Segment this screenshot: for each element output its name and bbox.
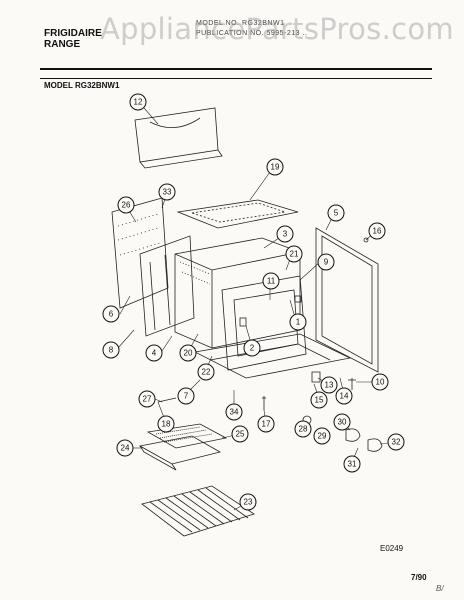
callout-10: 10 [371, 373, 389, 391]
svg-text:24: 24 [121, 444, 130, 453]
part-side-insulation [139, 235, 195, 337]
callout-7: 7 [177, 387, 195, 405]
svg-text:11: 11 [267, 277, 276, 286]
callout-11: 11 [262, 272, 280, 290]
svg-text:31: 31 [348, 460, 357, 469]
callout-13: 13 [320, 376, 338, 394]
callout-5: 5 [327, 204, 345, 222]
svg-text:25: 25 [236, 430, 245, 439]
publication-number: PUBLICATION NO. 5995-213 .. [196, 30, 308, 37]
model-header: MODEL NO. RG32BNW1 PUBLICATION NO. 5995-… [196, 19, 307, 39]
callout-31: 31 [343, 455, 361, 473]
callout-24: 24 [116, 439, 134, 457]
svg-text:15: 15 [315, 396, 324, 405]
handwritten-note: B/ [436, 584, 444, 593]
part-top-panel [176, 199, 299, 229]
callout-2: 2 [243, 339, 261, 357]
part-side-panel-left [111, 197, 169, 309]
callout-21: 21 [285, 245, 303, 263]
svg-text:29: 29 [318, 432, 327, 441]
svg-text:17: 17 [262, 420, 271, 429]
header-rule-thin [40, 78, 432, 79]
revision-date: 7/90 [411, 573, 427, 582]
svg-text:8: 8 [109, 346, 114, 355]
svg-text:7: 7 [184, 392, 189, 401]
svg-text:6: 6 [109, 310, 114, 319]
callout-8: 8 [102, 341, 120, 359]
svg-text:20: 20 [184, 349, 193, 358]
callout-23: 23 [239, 493, 257, 511]
callout-30: 30 [333, 413, 351, 431]
part-oven-rack [141, 485, 255, 537]
callout-14: 14 [335, 387, 353, 405]
svg-text:3: 3 [283, 230, 288, 239]
callout-4: 4 [145, 344, 163, 362]
callout-17: 17 [257, 415, 275, 433]
svg-text:16: 16 [373, 227, 382, 236]
svg-text:1: 1 [296, 318, 301, 327]
callout-32: 32 [387, 433, 405, 451]
model-number: MODEL NO. RG32BNW1 [196, 20, 285, 27]
brand-line-1: FRIGIDAIRE [44, 28, 102, 39]
callout-22: 22 [197, 363, 215, 381]
part-base [193, 333, 352, 379]
callout-16: 16 [368, 222, 386, 240]
svg-text:30: 30 [338, 418, 347, 427]
callout-15: 15 [310, 391, 328, 409]
leader-lines [117, 107, 397, 511]
svg-text:18: 18 [162, 420, 171, 429]
callout-6: 6 [102, 305, 120, 323]
part-right-side-panel [315, 227, 379, 373]
svg-text:32: 32 [392, 438, 401, 447]
callout-20: 20 [179, 344, 197, 362]
callout-33: 33 [158, 183, 176, 201]
part-broiler-pan [138, 423, 228, 471]
svg-text:33: 33 [163, 188, 172, 197]
svg-text:4: 4 [152, 349, 157, 358]
reference-code: E0249 [380, 544, 404, 553]
brand-line-2: RANGE [44, 39, 81, 50]
svg-text:27: 27 [143, 395, 152, 404]
svg-text:22: 22 [202, 368, 211, 377]
svg-text:13: 13 [325, 381, 334, 390]
svg-text:5: 5 [334, 209, 339, 218]
callout-12: 12 [129, 93, 147, 111]
part-oven-body [174, 237, 301, 349]
callout-34: 34 [225, 403, 243, 421]
callout-18: 18 [157, 415, 175, 433]
svg-text:23: 23 [244, 498, 253, 507]
svg-text:19: 19 [271, 163, 280, 172]
svg-text:28: 28 [299, 425, 308, 434]
svg-text:12: 12 [134, 98, 143, 107]
svg-text:2: 2 [250, 344, 255, 353]
callout-25: 25 [231, 425, 249, 443]
svg-text:10: 10 [376, 378, 385, 387]
svg-text:26: 26 [122, 201, 131, 210]
callout-9: 9 [317, 253, 335, 271]
svg-text:14: 14 [340, 392, 349, 401]
callout-27: 27 [138, 390, 156, 408]
svg-text:34: 34 [230, 408, 239, 417]
callout-3: 3 [276, 225, 294, 243]
svg-text:21: 21 [290, 250, 299, 259]
callout-29: 29 [313, 427, 331, 445]
part-back-panel [134, 107, 223, 169]
brand-header: FRIGIDAIRE RANGE [44, 28, 102, 50]
callout-19: 19 [266, 158, 284, 176]
model-title: MODEL RG32BNW1 [44, 81, 120, 90]
callout-28: 28 [294, 420, 312, 438]
watermark: AppliancePartsPros.com [100, 12, 454, 46]
header-rule-thick [40, 68, 432, 70]
callout-1: 1 [289, 313, 307, 331]
svg-text:9: 9 [324, 258, 329, 267]
callout-26: 26 [117, 196, 135, 214]
